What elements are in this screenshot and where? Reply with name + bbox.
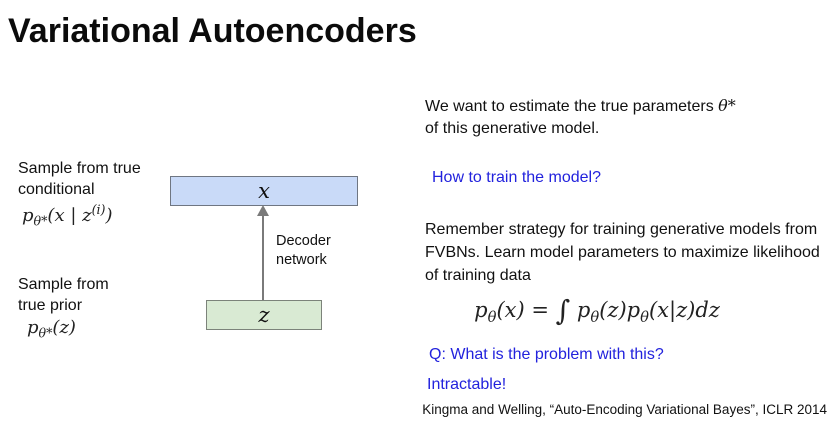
formula-end: (x|z)dz (648, 298, 720, 322)
page-title: Variational Autoencoders (8, 12, 417, 50)
answer-intractable: Intractable! (427, 376, 507, 393)
formula-sub-theta: θ (640, 309, 649, 327)
strategy-paragraph: Remember strategy for training generativ… (425, 221, 820, 284)
conditional-formula: pθ*(x | z(i)) (22, 202, 112, 229)
formula-eq: (x) = (496, 298, 556, 322)
formula-rest: (z) (52, 317, 76, 338)
formula-p: p (22, 205, 34, 226)
decoder-arrow-line (262, 214, 264, 300)
intro-paragraph: We want to estimate the true parameters … (425, 95, 827, 140)
intro-line2: of this generative model. (425, 120, 600, 137)
intro-line1: We want to estimate the true parameters (425, 98, 719, 115)
question-how-to-train: How to train the model? (432, 169, 601, 186)
sample-prior-label: Sample from true prior (18, 276, 109, 314)
arrow-up-icon (257, 205, 269, 216)
formula-sub-theta: θ* (38, 325, 53, 341)
theta-star-symbol: θ* (718, 96, 736, 115)
likelihood-formula: pθ(x) = ∫ pθ(z)pθ(x|z)dz (432, 297, 762, 327)
question-problem: Q: What is the problem with this? (429, 346, 664, 363)
formula-close: ) (105, 205, 113, 226)
formula-p: p (27, 317, 39, 338)
prior-formula: pθ*(z) (27, 317, 76, 341)
formula-sup-i: (i) (91, 202, 106, 217)
citation: Kingma and Welling, “Auto-Encoding Varia… (422, 402, 827, 417)
formula-p: p (474, 298, 488, 322)
decoder-network-label: Decoder network (276, 233, 331, 268)
formula-sub-theta: θ (487, 309, 497, 327)
sample-conditional-label: Sample from true conditional (18, 160, 141, 198)
formula-sub-theta: θ (590, 309, 600, 327)
formula-sub-theta: θ* (33, 213, 48, 229)
formula-p: p (570, 298, 591, 322)
formula-mid: (z)p (599, 298, 641, 322)
x-node-box: x (170, 176, 358, 206)
z-node-box: z (206, 300, 322, 330)
formula-open: (x | z (47, 205, 92, 226)
integral-symbol: ∫ (555, 294, 571, 327)
